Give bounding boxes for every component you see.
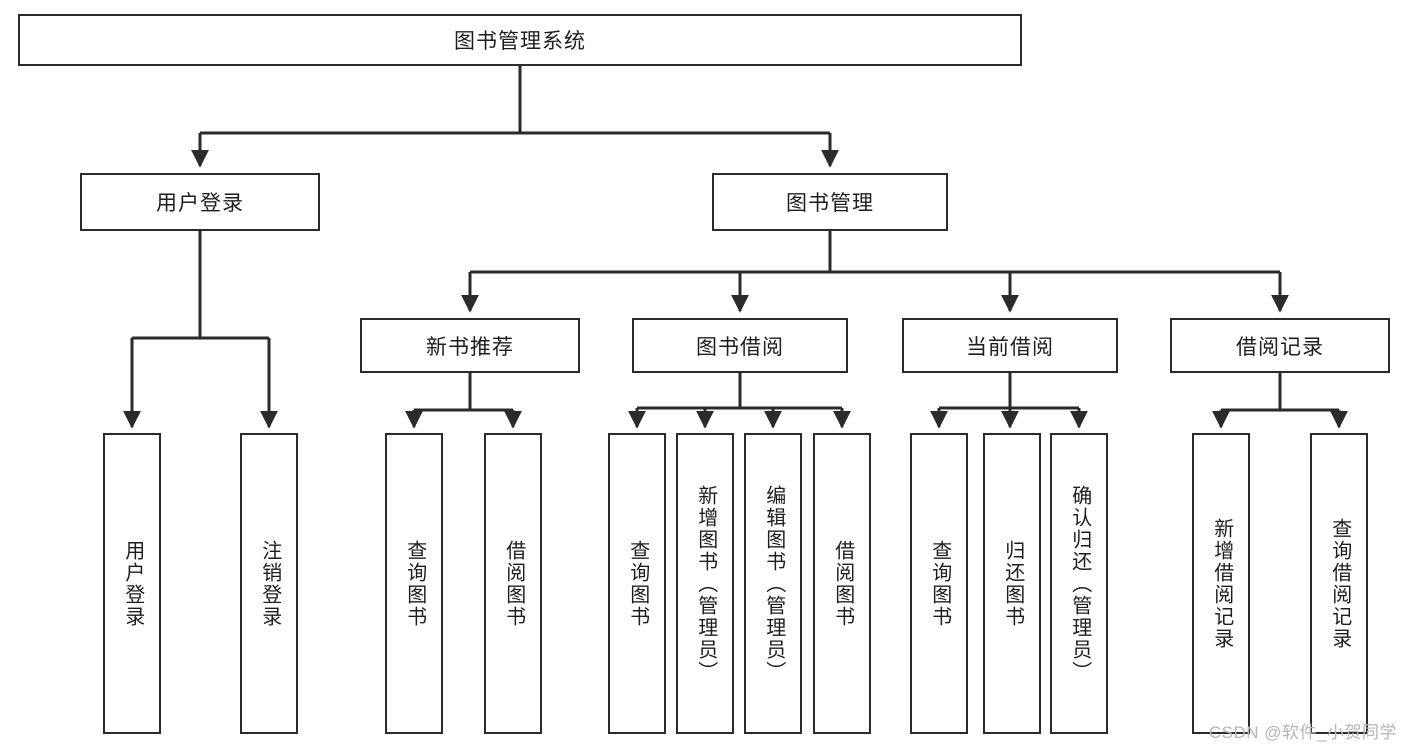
node-current-borrow[interactable]: 当前借阅 — [902, 318, 1118, 373]
node-leaf-borrow-book-2-label: 借阅图书 — [831, 539, 854, 628]
node-user-login-label: 用户登录 — [156, 192, 244, 215]
node-new-book-recommend[interactable]: 新书推荐 — [360, 318, 580, 373]
node-current-borrow-label: 当前借阅 — [966, 335, 1054, 359]
node-leaf-confirm-return[interactable]: 确认归还（管理员） — [1050, 433, 1108, 734]
node-book-borrow[interactable]: 图书借阅 — [632, 318, 848, 373]
node-leaf-edit-book-label: 编辑图书（管理员） — [762, 484, 785, 683]
node-leaf-borrow-book-1-label: 借阅图书 — [502, 539, 525, 628]
node-leaf-query-record-label: 查询借阅记录 — [1328, 517, 1351, 650]
node-leaf-query-book-2[interactable]: 查询图书 — [608, 433, 666, 734]
node-leaf-user-logout-label: 注销登录 — [258, 539, 281, 628]
node-leaf-add-record-label: 新增借阅记录 — [1210, 517, 1233, 650]
node-user-login[interactable]: 用户登录 — [80, 173, 320, 231]
node-leaf-query-book-3[interactable]: 查询图书 — [910, 433, 968, 734]
node-leaf-add-book-label: 新增图书（管理员） — [694, 484, 717, 683]
node-leaf-query-book-2-label: 查询图书 — [626, 539, 649, 628]
node-leaf-add-book[interactable]: 新增图书（管理员） — [676, 433, 734, 734]
node-leaf-query-record[interactable]: 查询借阅记录 — [1310, 433, 1368, 734]
node-leaf-query-book-3-label: 查询图书 — [928, 539, 951, 628]
node-root[interactable]: 图书管理系统 — [18, 14, 1022, 66]
node-leaf-return-book[interactable]: 归还图书 — [983, 433, 1041, 734]
node-leaf-user-logout[interactable]: 注销登录 — [240, 433, 298, 734]
node-book-manage[interactable]: 图书管理 — [712, 173, 948, 231]
node-borrow-record-label: 借阅记录 — [1236, 335, 1324, 359]
node-root-label: 图书管理系统 — [454, 30, 586, 53]
node-book-borrow-label: 图书借阅 — [696, 335, 784, 359]
watermark-text: CSDN @软件_小贺同学 — [1208, 723, 1397, 742]
node-leaf-confirm-return-label: 确认归还（管理员） — [1068, 484, 1091, 683]
node-leaf-borrow-book-2[interactable]: 借阅图书 — [813, 433, 871, 734]
node-leaf-user-login[interactable]: 用户登录 — [103, 433, 161, 734]
node-leaf-add-record[interactable]: 新增借阅记录 — [1192, 433, 1250, 734]
node-leaf-query-book-1[interactable]: 查询图书 — [385, 433, 443, 734]
node-leaf-user-login-label: 用户登录 — [121, 539, 144, 628]
node-leaf-borrow-book-1[interactable]: 借阅图书 — [484, 433, 542, 734]
node-leaf-edit-book[interactable]: 编辑图书（管理员） — [744, 433, 802, 734]
node-leaf-query-book-1-label: 查询图书 — [403, 539, 426, 628]
node-new-book-recommend-label: 新书推荐 — [426, 335, 514, 359]
node-borrow-record[interactable]: 借阅记录 — [1170, 318, 1390, 373]
node-book-manage-label: 图书管理 — [786, 192, 874, 215]
node-leaf-return-book-label: 归还图书 — [1001, 539, 1024, 628]
